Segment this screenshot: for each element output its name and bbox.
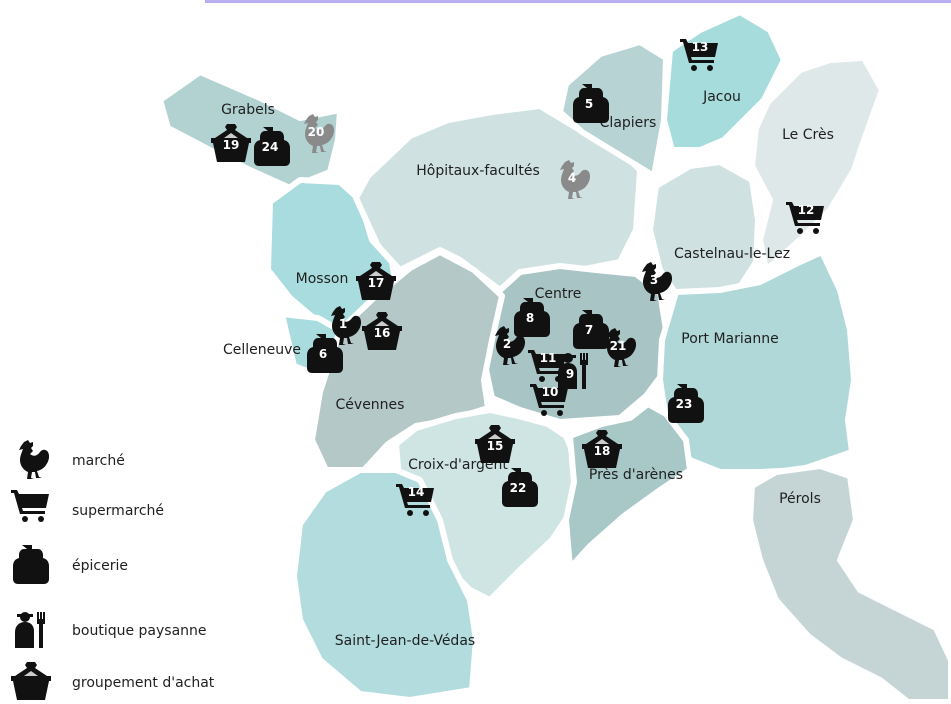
marker-13[interactable]: 13 (680, 39, 718, 71)
district-label-jacou: Jacou (702, 89, 741, 105)
district-label-portmarianne: Port Marianne (681, 331, 778, 347)
district-lecres[interactable] (749, 55, 885, 273)
district-castelnau[interactable] (647, 159, 761, 303)
legend-label: supermarché (72, 503, 165, 519)
marker-number: 20 (308, 125, 325, 139)
marker-number: 3 (650, 273, 658, 287)
marker-19[interactable]: 19 (211, 124, 251, 162)
district-label-grabels: Grabels (221, 102, 275, 118)
legend-label: groupement d'achat (72, 675, 215, 691)
district-clapiers[interactable] (557, 39, 669, 179)
district-label-clapiers: Clapiers (600, 115, 657, 131)
marker-22[interactable]: 22 (502, 468, 538, 507)
marker-10[interactable]: 10 (530, 384, 568, 416)
marker-17[interactable]: 17 (356, 262, 396, 300)
marker-7[interactable]: 7 (573, 310, 609, 349)
marker-3[interactable]: 3 (642, 262, 673, 301)
marker-9[interactable]: 9 (557, 352, 588, 390)
marker-number: 19 (223, 138, 240, 152)
legend-item-marche: marché (0, 440, 230, 482)
legend-item-epicerie: épicerie (0, 545, 230, 587)
district-label-cevennes: Cévennes (336, 397, 405, 413)
marker-11[interactable]: 11 (528, 350, 566, 382)
district-label-castelnau: Castelnau-le-Lez (674, 246, 790, 262)
district-label-centre: Centre (535, 286, 582, 302)
marker-number: 9 (566, 367, 574, 381)
marker-number: 13 (692, 40, 709, 54)
marker-number: 14 (408, 485, 425, 499)
district-grabels[interactable] (157, 69, 343, 191)
district-perols[interactable] (747, 463, 951, 702)
legend-item-supermarche: supermarché (0, 490, 230, 532)
top-accent-bar (205, 0, 951, 3)
boutique-icon (14, 611, 45, 649)
marker-number: 22 (510, 481, 527, 495)
district-label-stjean: Saint-Jean-de-Védas (335, 633, 475, 649)
marker-23[interactable]: 23 (668, 384, 704, 423)
legend-item-groupement: groupement d'achat (0, 662, 230, 704)
marker-15[interactable]: 15 (475, 425, 515, 463)
marker-6[interactable]: 6 (307, 334, 343, 373)
marker-24[interactable]: 24 (254, 127, 290, 166)
district-label-perols: Pérols (779, 491, 821, 507)
epicerie-icon (13, 545, 49, 584)
district-label-celleneuve: Celleneuve (223, 342, 301, 358)
marker-12[interactable]: 12 (786, 202, 824, 234)
legend-label: boutique paysanne (72, 623, 207, 639)
groupement-icon (11, 662, 51, 700)
district-stjean[interactable] (291, 467, 479, 702)
marker-number: 17 (368, 276, 385, 290)
marker-number: 4 (568, 171, 576, 185)
marker-number: 6 (319, 347, 327, 361)
marker-8[interactable]: 8 (514, 298, 550, 337)
marker-5[interactable]: 5 (573, 84, 609, 123)
marker-20[interactable]: 20 (304, 114, 335, 153)
marker-1[interactable]: 1 (331, 306, 362, 345)
marker-18[interactable]: 18 (582, 430, 622, 468)
marker-14[interactable]: 14 (396, 484, 434, 516)
marker-number: 1 (339, 317, 347, 331)
legend-label: marché (72, 453, 125, 469)
legend-label: épicerie (72, 558, 128, 574)
marker-number: 15 (487, 439, 504, 453)
marker-number: 23 (676, 397, 693, 411)
marker-21[interactable]: 21 (606, 328, 637, 367)
marker-number: 21 (610, 339, 627, 353)
marker-2[interactable]: 2 (495, 326, 526, 365)
marker-4[interactable]: 4 (560, 160, 591, 199)
district-label-mosson: Mosson (296, 271, 349, 287)
marker-number: 8 (526, 311, 534, 325)
district-label-hopitaux: Hôpitaux-facultés (416, 163, 540, 179)
marker-number: 18 (594, 444, 611, 458)
district-label-lecres: Le Crès (782, 127, 834, 143)
marche-icon (19, 440, 50, 479)
marker-16[interactable]: 16 (362, 312, 402, 350)
district-presarenes[interactable] (563, 401, 693, 571)
supermarche-icon (11, 490, 49, 522)
district-label-presarenes: Près d'arènes (589, 467, 683, 483)
marker-number: 11 (540, 351, 557, 365)
marker-number: 12 (798, 203, 815, 217)
marker-number: 7 (585, 323, 593, 337)
marker-number: 24 (262, 140, 279, 154)
legend-item-boutique: boutique paysanne (0, 610, 230, 652)
marker-number: 10 (542, 385, 559, 399)
marker-number: 5 (585, 97, 593, 111)
marker-number: 16 (374, 326, 391, 340)
marker-number: 2 (503, 337, 511, 351)
